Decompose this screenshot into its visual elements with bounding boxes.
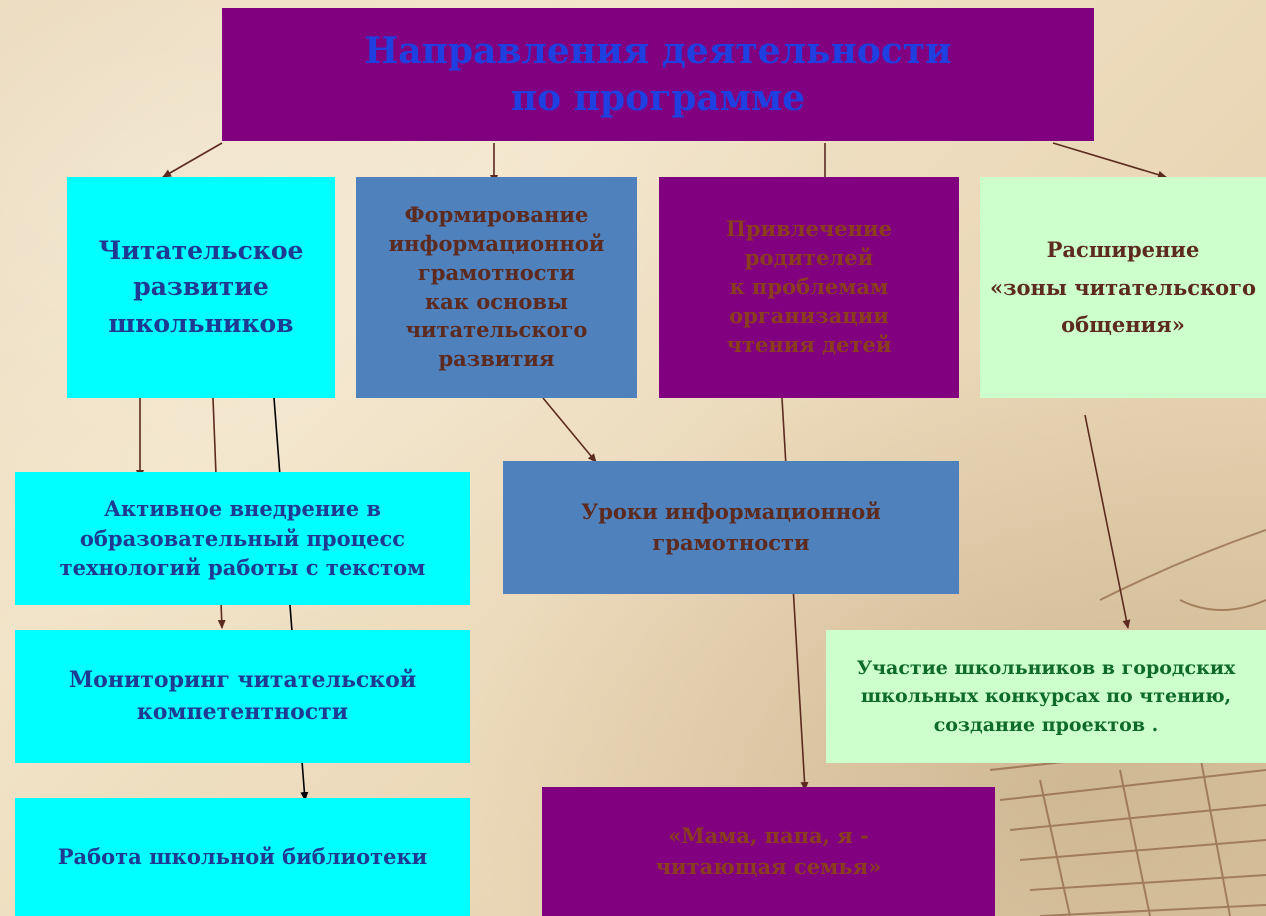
activity-family-reading-label: «Мама, папа, я - читающая семья» [655, 823, 882, 879]
activity-active-introduction: Активное внедрение в образовательный про… [15, 472, 470, 605]
activity-monitoring-label: Мониторинг читательской компетентности [68, 666, 417, 725]
direction-reading-development: Читательское развитие школьников [67, 177, 335, 398]
direction-reading-zone-extension: Расширение «зоны читательского общения» [980, 177, 1266, 398]
activity-library-label: Работа школьной библиотеки [57, 843, 428, 869]
arrow-title-to-extension [1052, 142, 1167, 179]
activity-info-lessons: Уроки информационной грамотности [503, 461, 959, 594]
direction-parents-involvement-label: Привлечение родителей к проблемам органи… [726, 216, 892, 357]
diagram-title: Направления деятельности по программе [364, 29, 952, 119]
activity-library: Работа школьной библиотеки [15, 798, 470, 916]
direction-information-literacy: Формирование информационной грамотности … [356, 177, 637, 398]
direction-reading-development-label: Читательское развитие школьников [98, 236, 304, 338]
activity-contests-label: Участие школьников в городских школьных … [856, 656, 1236, 736]
direction-reading-zone-extension-label: Расширение «зоны читательского общения» [989, 236, 1257, 338]
arrow-info-to-lessons [542, 397, 597, 463]
direction-information-literacy-label: Формирование информационной грамотности … [388, 201, 605, 372]
activity-monitoring: Мониторинг читательской компетентности [15, 630, 470, 763]
direction-parents-involvement: Привлечение родителей к проблемам органи… [659, 177, 959, 398]
arrow-parents-to-family [781, 397, 809, 791]
title-box: Направления деятельности по программе [222, 8, 1094, 141]
activity-active-introduction-label: Активное внедрение в образовательный про… [59, 496, 426, 581]
activity-family-reading: «Мама, папа, я - читающая семья» [542, 787, 995, 916]
activity-info-lessons-label: Уроки информационной грамотности [581, 499, 881, 555]
activity-contests: Участие школьников в городских школьных … [826, 630, 1266, 763]
arrow-extension-to-contests [1084, 414, 1131, 629]
arrow-title-to-reading [162, 142, 223, 178]
